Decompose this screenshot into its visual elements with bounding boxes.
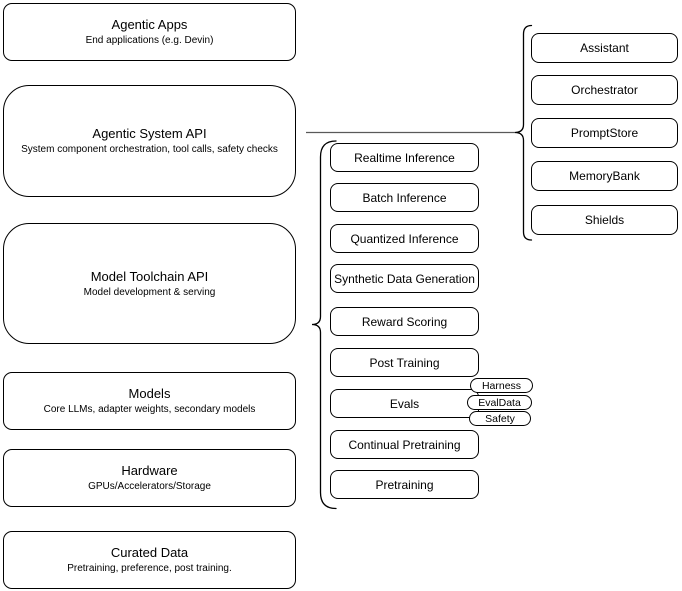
- tag-evaldata: EvalData: [467, 395, 532, 410]
- node-title: Curated Data: [110, 545, 189, 560]
- node-quantized-inference: Quantized Inference: [330, 224, 479, 253]
- node-title: Agentic System API: [92, 126, 207, 141]
- node-post-training: Post Training: [330, 348, 479, 377]
- node-assistant: Assistant: [531, 33, 678, 63]
- node-promptstore: PromptStore: [531, 118, 678, 148]
- node-realtime-inference: Realtime Inference: [330, 143, 479, 172]
- node-title: Models: [128, 386, 171, 401]
- node-subtitle: Pretraining, preference, post training.: [67, 563, 232, 574]
- node-subtitle: End applications (e.g. Devin): [85, 35, 214, 46]
- node-pretraining: Pretraining: [330, 470, 479, 499]
- tag-safety: Safety: [469, 411, 531, 426]
- node-orchestrator: Orchestrator: [531, 75, 678, 105]
- node-synthetic-data-generation: Synthetic Data Generation: [330, 264, 479, 293]
- node-agentic-apps: Agentic Apps End applications (e.g. Devi…: [3, 3, 296, 61]
- node-evals: Evals: [330, 389, 479, 418]
- node-subtitle: Model development & serving: [83, 286, 216, 298]
- node-reward-scoring: Reward Scoring: [330, 307, 479, 336]
- node-model-toolchain-api: Model Toolchain API Model development & …: [3, 223, 296, 344]
- node-shields: Shields: [531, 205, 678, 235]
- node-curated-data: Curated Data Pretraining, preference, po…: [3, 531, 296, 589]
- node-continual-pretraining: Continual Pretraining: [330, 430, 479, 459]
- node-batch-inference: Batch Inference: [330, 183, 479, 212]
- node-title: Agentic Apps: [111, 17, 188, 32]
- node-title: Hardware: [121, 463, 178, 478]
- node-title: Model Toolchain API: [90, 268, 209, 284]
- node-memorybank: MemoryBank: [531, 161, 678, 191]
- node-agentic-system-api: Agentic System API System component orch…: [3, 85, 296, 197]
- node-models: Models Core LLMs, adapter weights, secon…: [3, 372, 296, 430]
- node-hardware: Hardware GPUs/Accelerators/Storage: [3, 449, 296, 507]
- node-subtitle: GPUs/Accelerators/Storage: [88, 481, 211, 492]
- system-components-bracket: [514, 24, 533, 241]
- node-subtitle: Core LLMs, adapter weights, secondary mo…: [43, 404, 256, 415]
- tag-harness: Harness: [470, 378, 533, 393]
- node-subtitle: System component orchestration, tool cal…: [21, 144, 278, 155]
